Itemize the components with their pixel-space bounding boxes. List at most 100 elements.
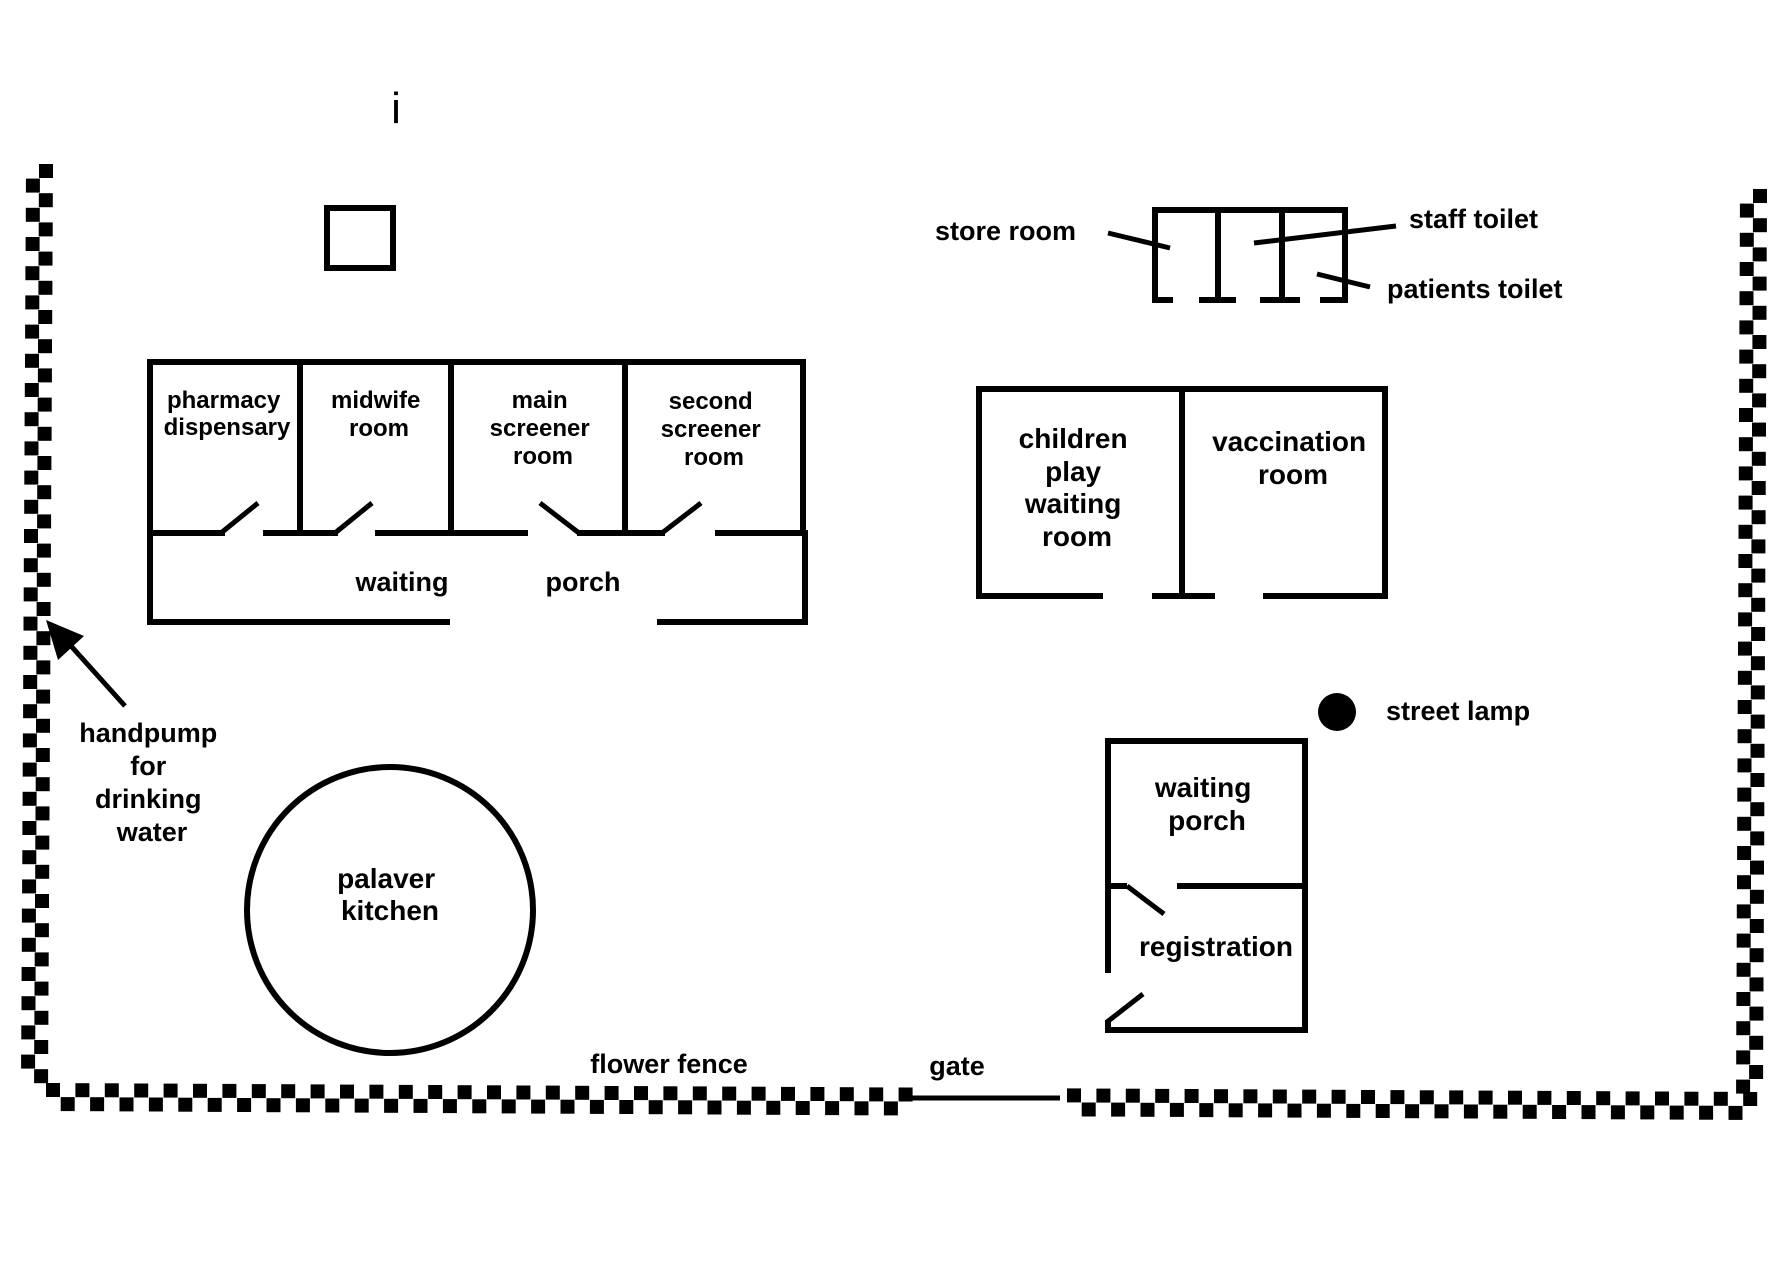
- fence-block: [1737, 816, 1752, 831]
- fence-block: [1508, 1090, 1522, 1105]
- fence-block: [1753, 189, 1767, 203]
- fence-block: [1596, 1091, 1611, 1106]
- fence-block: [22, 850, 37, 865]
- fence-block: [1752, 335, 1767, 349]
- fence-block: [25, 324, 40, 339]
- fence-block: [751, 1086, 766, 1101]
- fence-block: [1736, 992, 1751, 1006]
- fence-block: [24, 470, 39, 485]
- street-lamp-icon: [1318, 693, 1356, 731]
- fence-block: [24, 529, 38, 543]
- fence-block: [560, 1099, 575, 1114]
- fence-block: [1737, 670, 1752, 685]
- fence-block: [1640, 1105, 1655, 1120]
- fence-block: [21, 937, 36, 952]
- fence-block: [39, 164, 53, 178]
- fence-block: [1125, 1088, 1140, 1103]
- fence-block: [1478, 1090, 1493, 1105]
- fence-block: [25, 295, 40, 310]
- fence-block: [1537, 1090, 1552, 1105]
- fence-block: [1749, 1065, 1764, 1079]
- fence-block: [1228, 1103, 1243, 1118]
- fence-block: [1331, 1089, 1346, 1104]
- fence-block: [1752, 364, 1767, 379]
- registration-label: registration: [1139, 931, 1293, 962]
- fence-block: [1752, 218, 1767, 233]
- staff-toilet-leader: [1253, 223, 1397, 246]
- fence-block: [545, 1085, 560, 1100]
- patients-toilet-leader: [1316, 271, 1371, 290]
- fence-block: [25, 178, 40, 193]
- fence-block: [193, 1083, 207, 1098]
- fence-block: [854, 1101, 869, 1116]
- fence-block: [1737, 875, 1751, 890]
- fence-block: [428, 1085, 443, 1099]
- fence-block: [1493, 1104, 1508, 1119]
- fence-block: [24, 499, 39, 514]
- fence-block: [34, 981, 49, 996]
- fence-block: [1751, 510, 1766, 525]
- fence-block: [1155, 1088, 1170, 1103]
- fence-block: [1738, 612, 1753, 627]
- fence-block: [325, 1098, 340, 1113]
- fence-block: [1655, 1091, 1669, 1106]
- store-room-label: store room: [935, 216, 1076, 246]
- fence-block: [34, 1069, 49, 1084]
- fence-block: [1736, 933, 1751, 948]
- fence-block: [1184, 1089, 1199, 1103]
- porch-label-waiting: waiting: [355, 567, 449, 597]
- fence-block: [883, 1101, 898, 1116]
- fence-block: [1346, 1103, 1361, 1118]
- gate-label: gate: [929, 1051, 985, 1081]
- fence-block: [21, 967, 36, 981]
- fence-block: [1699, 1105, 1714, 1120]
- fence-block: [163, 1083, 178, 1098]
- fence-block: [1736, 1050, 1751, 1065]
- fence-block: [34, 1040, 49, 1054]
- fence-block: [442, 1099, 457, 1114]
- fence-block: [22, 879, 37, 894]
- main-building: [147, 359, 808, 625]
- flower-fence-label: flower fence: [590, 1049, 748, 1079]
- fence-block: [37, 456, 52, 470]
- handpump-arrow-icon: [46, 620, 127, 708]
- fence-block: [384, 1098, 399, 1113]
- fence-block: [90, 1097, 105, 1112]
- fence-block: [1625, 1091, 1640, 1106]
- fence-block: [1169, 1102, 1184, 1117]
- fence-block: [1067, 1088, 1081, 1103]
- fence-block: [24, 383, 39, 397]
- fence-block: [1749, 1006, 1764, 1021]
- fence-block: [1752, 276, 1767, 291]
- fence-block: [36, 572, 51, 587]
- fence-block: [134, 1083, 149, 1098]
- fence-block: [1752, 305, 1767, 320]
- fence-block: [1287, 1103, 1302, 1118]
- fence-block: [38, 310, 53, 324]
- fence-block: [1749, 1035, 1764, 1050]
- fence-block: [251, 1084, 266, 1099]
- fence-block: [1750, 714, 1765, 729]
- fence-block: [1738, 466, 1753, 481]
- fence-block: [310, 1084, 325, 1099]
- fence-block: [1739, 349, 1754, 364]
- fence-block: [178, 1097, 193, 1112]
- midwife-label: midwife room: [331, 387, 427, 442]
- fence-block: [722, 1086, 737, 1101]
- fence-block: [1736, 1021, 1751, 1036]
- fence-block: [35, 864, 50, 879]
- fence-block: [1728, 1105, 1743, 1120]
- fence-block: [35, 748, 50, 762]
- fence-block: [23, 675, 38, 689]
- fence-block: [1522, 1104, 1537, 1119]
- flower-fence: [21, 164, 1767, 1120]
- fence-block: [37, 397, 52, 412]
- fence-block: [119, 1097, 134, 1112]
- fence-block: [37, 485, 52, 500]
- fence-block: [1739, 408, 1753, 422]
- top-marker: i: [391, 84, 401, 133]
- fence-block: [354, 1098, 369, 1113]
- fence-block: [1750, 656, 1765, 671]
- waiting-porch-label: waiting porch: [1154, 772, 1259, 836]
